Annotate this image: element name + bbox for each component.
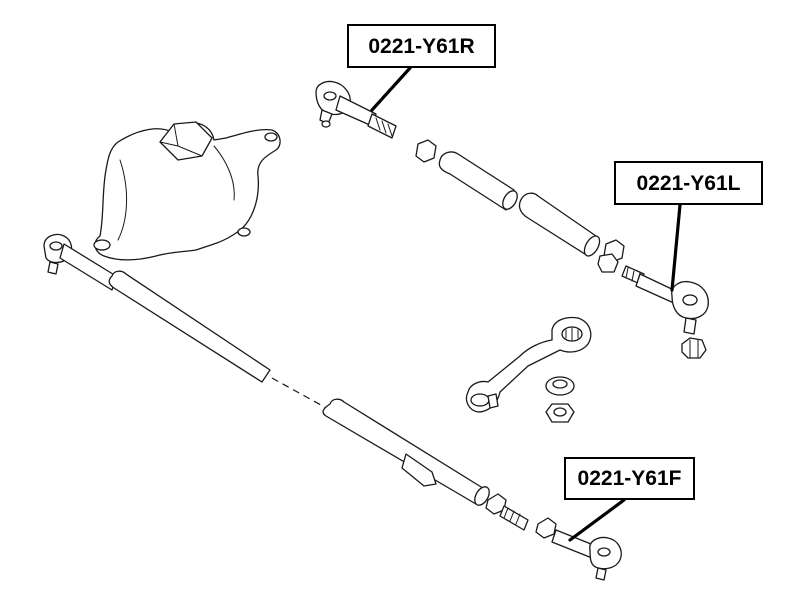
part-label-left-tie-rod-end: 0221-Y61L — [614, 161, 763, 205]
leader-line-left — [670, 203, 682, 292]
upper-tie-rod-assembly — [415, 139, 625, 273]
pitman-arm — [465, 316, 592, 413]
leader-line-front — [568, 498, 626, 542]
front-tie-rod-end — [485, 493, 622, 581]
leader-line-right — [370, 66, 412, 112]
right-tie-rod-end — [315, 80, 397, 139]
steering-knuckle-bracket — [93, 121, 281, 261]
part-label-front-tie-rod-end: 0221-Y61F — [564, 457, 695, 500]
pitman-nut-washer — [545, 376, 575, 423]
long-tie-rod — [43, 233, 490, 506]
left-tie-rod-end — [621, 265, 709, 359]
part-label-right-tie-rod-end: 0221-Y61R — [347, 24, 496, 68]
